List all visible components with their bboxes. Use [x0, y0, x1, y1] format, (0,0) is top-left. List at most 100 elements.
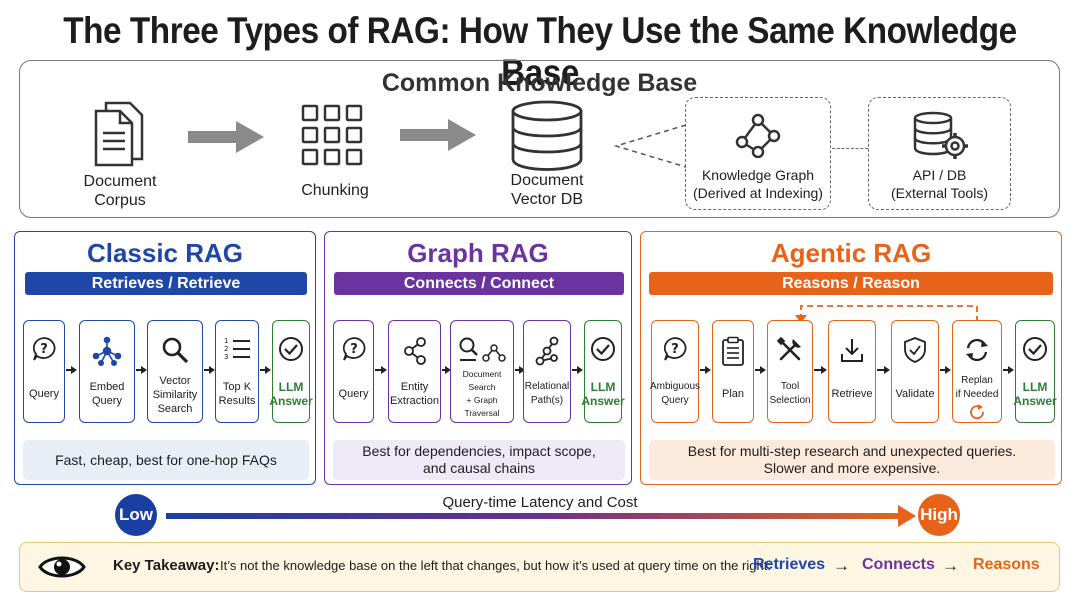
agentic-rag-banner: Reasons / Reason — [649, 272, 1053, 295]
step-label: Vector Similarity Search — [152, 375, 198, 415]
flow-arrowhead — [141, 366, 147, 374]
svg-text:?: ? — [671, 342, 679, 357]
question-icon: ? — [32, 337, 56, 361]
network-embed-icon — [92, 336, 122, 366]
step-label: Relational Path(s) — [524, 381, 570, 406]
step-label: Validate — [895, 388, 935, 400]
flow-arrowhead — [821, 366, 827, 374]
key-takeaway-bar: Key Takeaway: It’s not the knowledge bas… — [19, 542, 1060, 592]
classic-step-llm: LLM Answer — [269, 320, 313, 423]
classic-rag-panel: Classic RAG Retrieves / Retrieve ? Query… — [14, 231, 316, 485]
graph-step-entity: Entity Extraction — [388, 320, 441, 423]
knowledge-base-title: Common Knowledge Base — [381, 69, 698, 97]
dashed-connector-icon — [614, 124, 686, 168]
latency-arrowhead — [898, 505, 916, 527]
step-label: Retrieve — [831, 388, 873, 400]
download-icon — [841, 339, 863, 362]
low-badge: Low — [115, 494, 157, 536]
step-label: LLM Answer — [269, 380, 313, 408]
takeaway-arrow: → — [833, 556, 850, 575]
svg-text:3: 3 — [224, 353, 228, 361]
flow-arrow — [700, 369, 705, 371]
dashed-link — [832, 148, 868, 149]
question-icon: ? — [342, 337, 365, 361]
flow-arrow — [515, 369, 520, 371]
svg-text:?: ? — [350, 342, 358, 357]
flow-arrowhead — [760, 366, 766, 374]
graph-rag-panel: Graph RAG Connects / Connect ? Query Ent… — [324, 231, 632, 485]
classic-step-embed: Embed Query — [79, 320, 135, 423]
flow-arrowhead — [884, 366, 890, 374]
knowledge-graph-icon — [735, 113, 781, 158]
step-label: Tool Selection — [769, 381, 811, 406]
question-icon: ? — [663, 337, 687, 361]
share-nodes-icon — [403, 337, 426, 365]
flow-arrow — [1003, 369, 1009, 371]
classic-step-query: ? Query — [23, 320, 65, 423]
agentic-note: Best for multi-step research and unexpec… — [649, 440, 1055, 480]
classic-step-vector-search: Vector Similarity Search — [147, 320, 203, 423]
step-label: Top K Results — [218, 381, 256, 407]
page-title: The Three Types of RAG: How They Use the… — [63, 10, 1017, 93]
flow-arrow — [814, 369, 821, 371]
flow-arrowhead — [577, 366, 583, 374]
step-label: LLM Answer — [1013, 380, 1057, 408]
check-circle-icon — [279, 337, 303, 361]
agentic-step-replan: Replan if Needed — [952, 320, 1002, 423]
svg-text:?: ? — [40, 342, 48, 357]
graph-note: Best for dependencies, impact scope, and… — [333, 440, 625, 480]
step-label: Ambiguous Query — [649, 381, 701, 406]
eye-icon — [38, 556, 86, 578]
flow-arrow — [260, 369, 265, 371]
chunking-grid-icon — [301, 104, 363, 166]
svg-text:1: 1 — [224, 337, 228, 345]
step-label: LLM Answer — [581, 380, 625, 408]
step-label: Plan — [721, 388, 745, 400]
step-label: Embed Query — [89, 381, 125, 407]
flow-arrowhead — [1008, 366, 1014, 374]
svg-text:2: 2 — [224, 345, 228, 353]
flow-arrow — [442, 369, 446, 371]
check-circle-icon — [1023, 337, 1047, 361]
agentic-step-plan: Plan — [712, 320, 754, 423]
takeaway-reasons: Reasons — [973, 556, 1040, 573]
shield-check-icon — [904, 337, 926, 363]
knowledge-graph-box: Knowledge Graph (Derived at Indexing) — [685, 97, 831, 210]
flow-arrow — [572, 369, 577, 371]
flow-arrowhead — [519, 366, 525, 374]
graph-step-query: ? Query — [333, 320, 374, 423]
latency-gradient-bar — [166, 513, 903, 519]
api-db-box: API / DB (External Tools) — [868, 97, 1011, 210]
flow-arrow — [375, 369, 381, 371]
refresh-small-icon — [970, 404, 984, 420]
replan-loop-arrow — [795, 305, 978, 323]
graph-step-llm: LLM Answer — [581, 320, 625, 423]
flow-arrow — [755, 369, 761, 371]
search-graph-icon — [459, 337, 506, 362]
api-db-label: API / DB (External Tools) — [890, 167, 988, 201]
path-nodes-icon — [535, 336, 559, 366]
agentic-rag-panel: Agentic RAG Reasons / Reason ? Ambiguous… — [640, 231, 1062, 485]
flow-arrowhead — [705, 366, 711, 374]
flow-arrowhead — [71, 366, 77, 374]
database-icon — [511, 100, 583, 171]
flow-arrow — [204, 369, 209, 371]
flow-arrowhead — [209, 366, 215, 374]
search-icon — [162, 337, 189, 364]
high-badge: High — [918, 494, 960, 536]
agentic-step-llm: LLM Answer — [1013, 320, 1057, 423]
takeaway-retrieves: Retrieves — [753, 556, 826, 573]
clipboard-icon — [722, 336, 744, 366]
document-corpus-icon — [94, 101, 144, 167]
takeaway-arrow: → — [942, 556, 959, 575]
database-gear-icon — [913, 111, 968, 159]
graph-rag-banner: Connects / Connect — [334, 272, 624, 295]
knowledge-base-panel: Common Knowledge Base Document Corpus Ch… — [19, 60, 1060, 218]
latency-label: Query-time Latency and Cost — [442, 494, 638, 511]
agentic-step-query: ? Ambiguous Query — [649, 320, 701, 423]
classic-rag-banner: Retrieves / Retrieve — [25, 272, 307, 295]
classic-note: Fast, cheap, best for one-hop FAQs — [23, 440, 309, 480]
step-label: Document Search + Graph Traversal — [462, 369, 502, 418]
graph-step-relational: Relational Path(s) — [523, 320, 571, 423]
